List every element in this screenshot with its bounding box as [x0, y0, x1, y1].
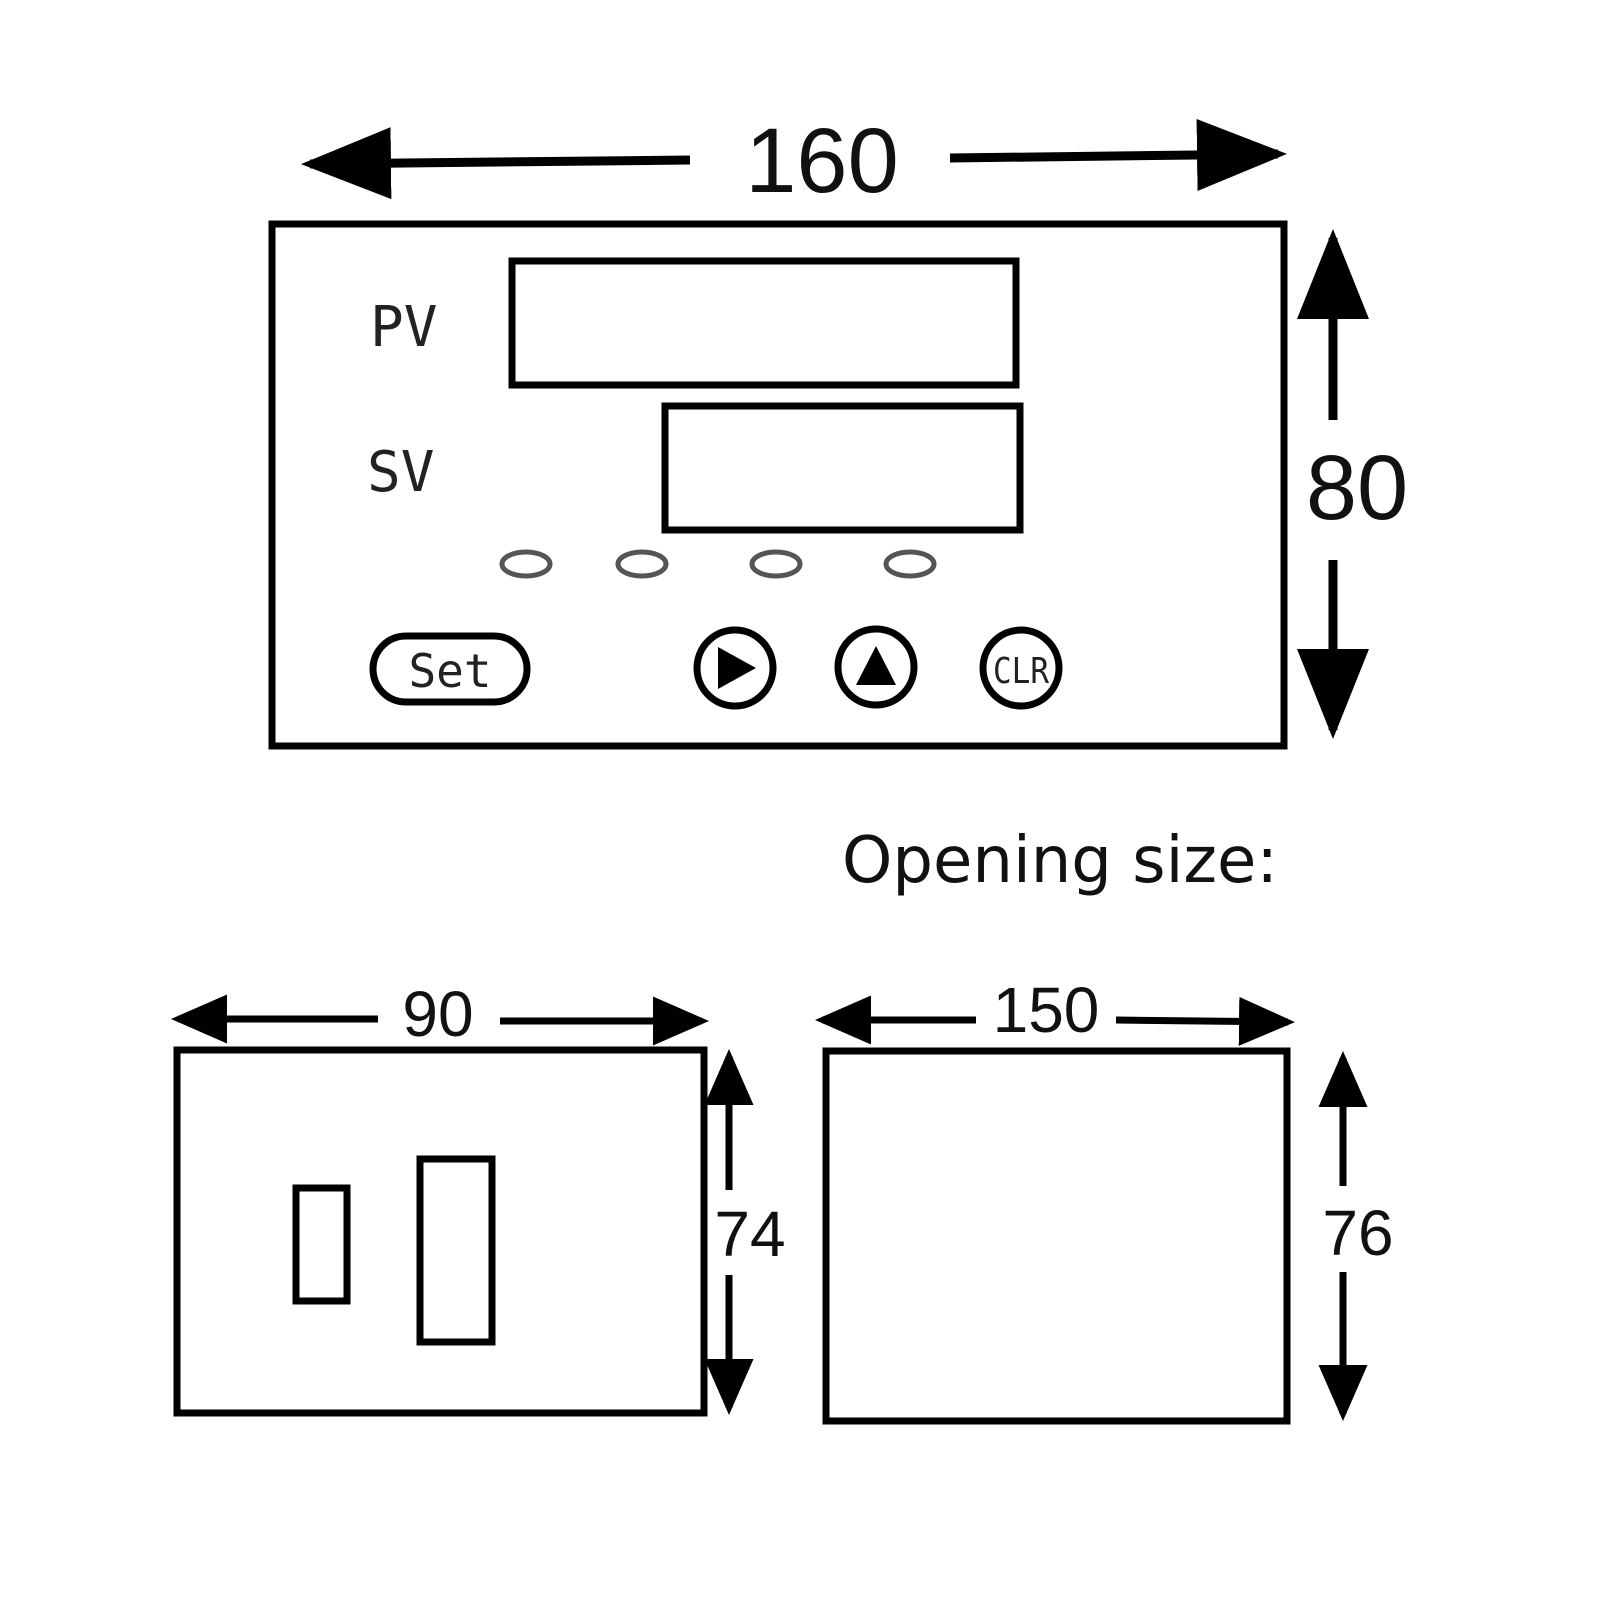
sv-display: [661, 402, 1024, 534]
opening-outline: [822, 1047, 1291, 1425]
pv-display: [508, 257, 1020, 389]
side-height-label: 74: [714, 1198, 785, 1270]
side-height-dimension: 74: [704, 1049, 786, 1415]
front-view: 160 PV SV Set: [268, 110, 1408, 750]
front-width-dimension: 160: [301, 110, 1287, 212]
pv-label: PV: [370, 295, 437, 360]
side-view-outline: [173, 1046, 708, 1417]
side-terminal-small: [292, 1184, 351, 1305]
up-button: [834, 625, 918, 709]
indicator-led: [499, 549, 553, 579]
sv-label: SV: [367, 440, 434, 505]
opening-view: 150 76: [815, 974, 1394, 1425]
up-button-outline: [834, 625, 918, 709]
side-width-label: 90: [402, 978, 473, 1050]
clr-button-outline: [979, 626, 1063, 710]
set-button-label: Set: [408, 644, 491, 698]
opening-height-label: 76: [1322, 1197, 1393, 1269]
triangle-up-icon: [856, 646, 896, 685]
opening-width-arrow-right: [1115, 996, 1295, 1046]
right-button: [693, 626, 777, 710]
opening-width-label: 150: [993, 974, 1100, 1046]
front-height-label: 80: [1306, 437, 1408, 539]
front-width-arrow-left: [301, 127, 691, 200]
indicator-led: [883, 549, 937, 579]
front-panel-outline: [268, 220, 1288, 750]
clr-button: CLR: [979, 626, 1063, 710]
indicator-led: [749, 549, 803, 579]
side-width-dimension: 90: [171, 978, 709, 1050]
side-view: 90 74: [171, 978, 786, 1417]
indicator-leds: [499, 549, 937, 579]
side-terminal-large: [416, 1155, 496, 1346]
opening-width-dimension: 150: [815, 974, 1295, 1046]
opening-size-caption: Opening size:: [842, 824, 1278, 898]
set-button-outline: [369, 632, 531, 706]
front-height-dimension: 80: [1297, 229, 1408, 739]
clr-button-label: CLR: [993, 651, 1049, 692]
set-button: Set: [369, 632, 531, 706]
opening-height-dimension: 76: [1318, 1051, 1394, 1421]
right-button-outline: [693, 626, 777, 710]
play-right-icon: [718, 647, 756, 689]
front-width-arrow-right: [949, 118, 1287, 191]
indicator-led: [615, 549, 669, 579]
front-width-label: 160: [745, 110, 899, 212]
